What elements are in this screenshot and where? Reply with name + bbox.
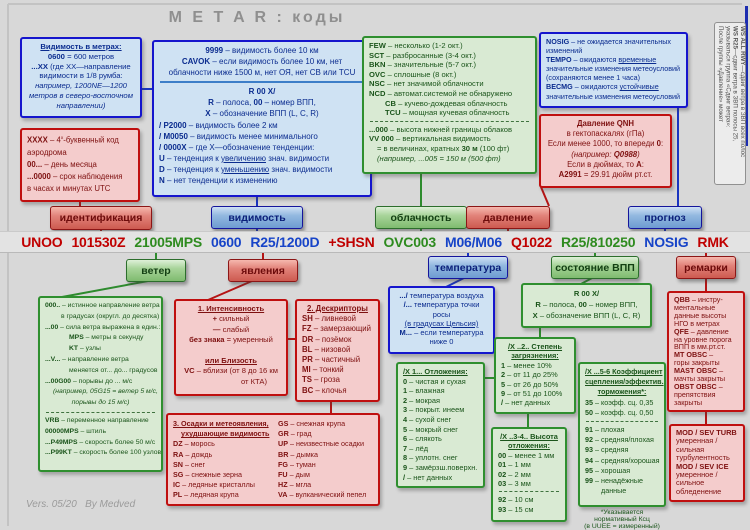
precipitation-box: 3. Осадки и метеоявления,ухудшающие види… <box>166 413 380 506</box>
label-identification: идентификация <box>50 206 152 230</box>
label-pressure: давление <box>466 206 550 229</box>
metar-token: M06/M06 <box>444 234 502 250</box>
metar-token: Q1022 <box>510 234 552 250</box>
metar-token: 0600 <box>211 234 242 250</box>
metar-token: OVC003 <box>383 234 436 250</box>
metar-token: +SHSN <box>328 234 375 250</box>
metar-token: NOSIG <box>644 234 689 250</box>
metar-token: R25/1200D <box>250 234 320 250</box>
visibility-meters-box: Видимость в метрах:0600 = 600 метров...X… <box>20 37 142 118</box>
label-runway-state: состояние ВПП <box>551 256 639 279</box>
label-phenomena: явления <box>228 259 298 282</box>
runway-designator-box: R 00 X/R – полоса, 00 – номер ВПП,X – об… <box>521 283 652 328</box>
label-temperature: температура <box>428 256 508 279</box>
clouds-box: FEW – несколько (1-2 окт.)SCT – разброса… <box>362 36 537 174</box>
label-visibility: видимость <box>211 206 303 229</box>
page-title: M E T A R : коды <box>168 9 346 26</box>
label-forecast: прогноз <box>628 206 702 229</box>
metar-token: UNOO <box>21 234 63 250</box>
metar-token: 101530Z <box>71 234 126 250</box>
temperature-box: .../ температура воздуха/... температура… <box>388 286 495 354</box>
label-remarks: ремарки <box>676 256 736 279</box>
metar-token: R25/810250 <box>561 234 636 250</box>
label-wind: ветер <box>126 259 186 282</box>
metar-example-band: UNOO 101530Z 21005MPS 0600 R25/1200D +SHSN OVC… <box>0 231 750 253</box>
version-note: Vers. 05/20 By Medved <box>26 499 136 510</box>
precipitation-column-1: 3. Осадки и метеоявления,ухудшающие види… <box>173 419 270 500</box>
metar-token: 21005MPS <box>134 234 203 250</box>
label-clouds: облачность <box>375 206 467 229</box>
metar-token: RMK <box>697 234 729 250</box>
